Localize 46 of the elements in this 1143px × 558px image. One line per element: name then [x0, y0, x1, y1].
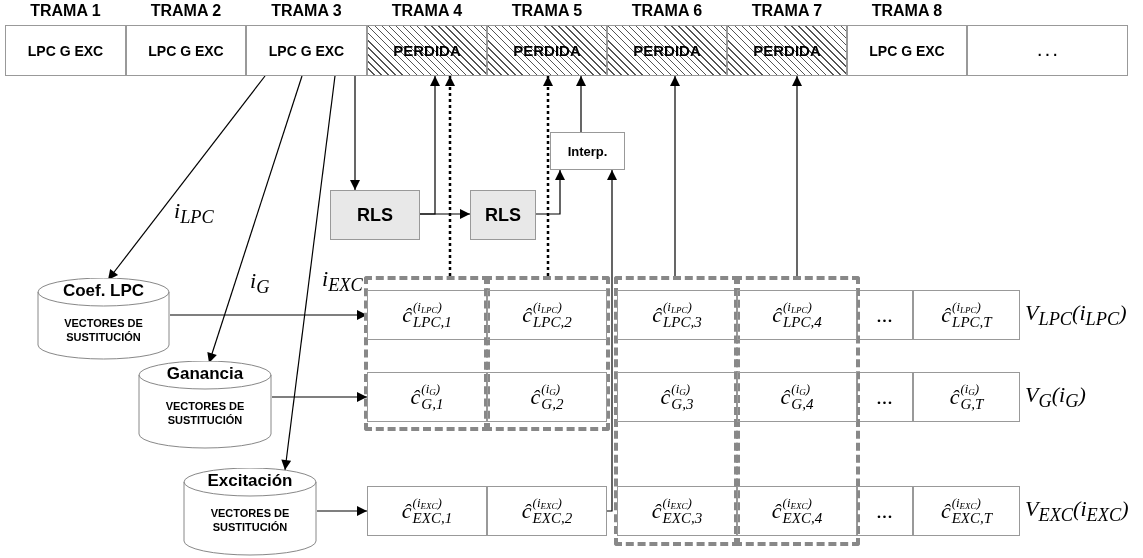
frame-cell: LPC G EXC — [847, 25, 967, 76]
frame-heading: TRAMA 8 — [870, 2, 944, 20]
database-description: VECTORES DE SUSTITUCIÓN — [209, 506, 291, 534]
arrow — [535, 169, 565, 215]
database-title: Ganancia — [165, 364, 245, 384]
database-description: VECTORES DE SUSTITUCIÓN — [164, 399, 246, 427]
process-box: Interp. — [550, 132, 625, 170]
arrow — [207, 75, 303, 364]
frame-heading: TRAMA 2 — [149, 2, 223, 20]
frame-cell: LPC G EXC — [246, 25, 367, 76]
vector-cell: ... — [857, 486, 913, 536]
process-box: RLS — [330, 190, 420, 240]
frame-cell: . . . — [967, 25, 1128, 76]
arrow — [281, 75, 336, 471]
arrow — [271, 392, 368, 402]
dotted-group-outline — [364, 276, 490, 431]
arrow — [670, 75, 680, 277]
process-box: RLS — [470, 190, 536, 240]
arrow — [606, 169, 617, 512]
frame-heading: TRAMA 4 — [390, 2, 464, 20]
arrow — [576, 75, 586, 133]
database-title: Coef. LPC — [61, 281, 146, 301]
dotted-group-outline — [734, 276, 860, 546]
frame-cell: LPC G EXC — [126, 25, 246, 76]
frame-heading: TRAMA 3 — [270, 2, 343, 20]
vector-label: V$_{G}$(i$_{G}$) — [1025, 382, 1086, 413]
arrow — [316, 506, 368, 516]
arrow — [350, 75, 360, 191]
frame-heading: TRAMA 7 — [750, 2, 824, 20]
frame-heading: TRAMA 5 — [510, 2, 584, 20]
database-title: Excitación — [206, 471, 294, 491]
arrow — [419, 209, 471, 219]
vector-label: V$_{EXC}$(i$_{EXC}$) — [1025, 496, 1129, 527]
dotted-group-outline — [614, 276, 740, 546]
database-description: VECTORES DE SUSTITUCIÓN — [63, 316, 144, 344]
vector-label: V$_{LPC}$(i$_{LPC}$) — [1025, 300, 1127, 331]
vector-cell: ... — [857, 290, 913, 340]
dashed-arrow — [445, 76, 455, 276]
frame-heading: TRAMA 6 — [630, 2, 704, 20]
frame-heading: TRAMA 1 — [29, 2, 102, 20]
arrow — [107, 75, 266, 281]
vector-cell: ... — [857, 372, 913, 422]
frame-cell: LPC G EXC — [5, 25, 126, 76]
arrow — [792, 75, 802, 277]
dashed-arrow — [543, 76, 553, 276]
dotted-group-outline — [484, 276, 610, 431]
